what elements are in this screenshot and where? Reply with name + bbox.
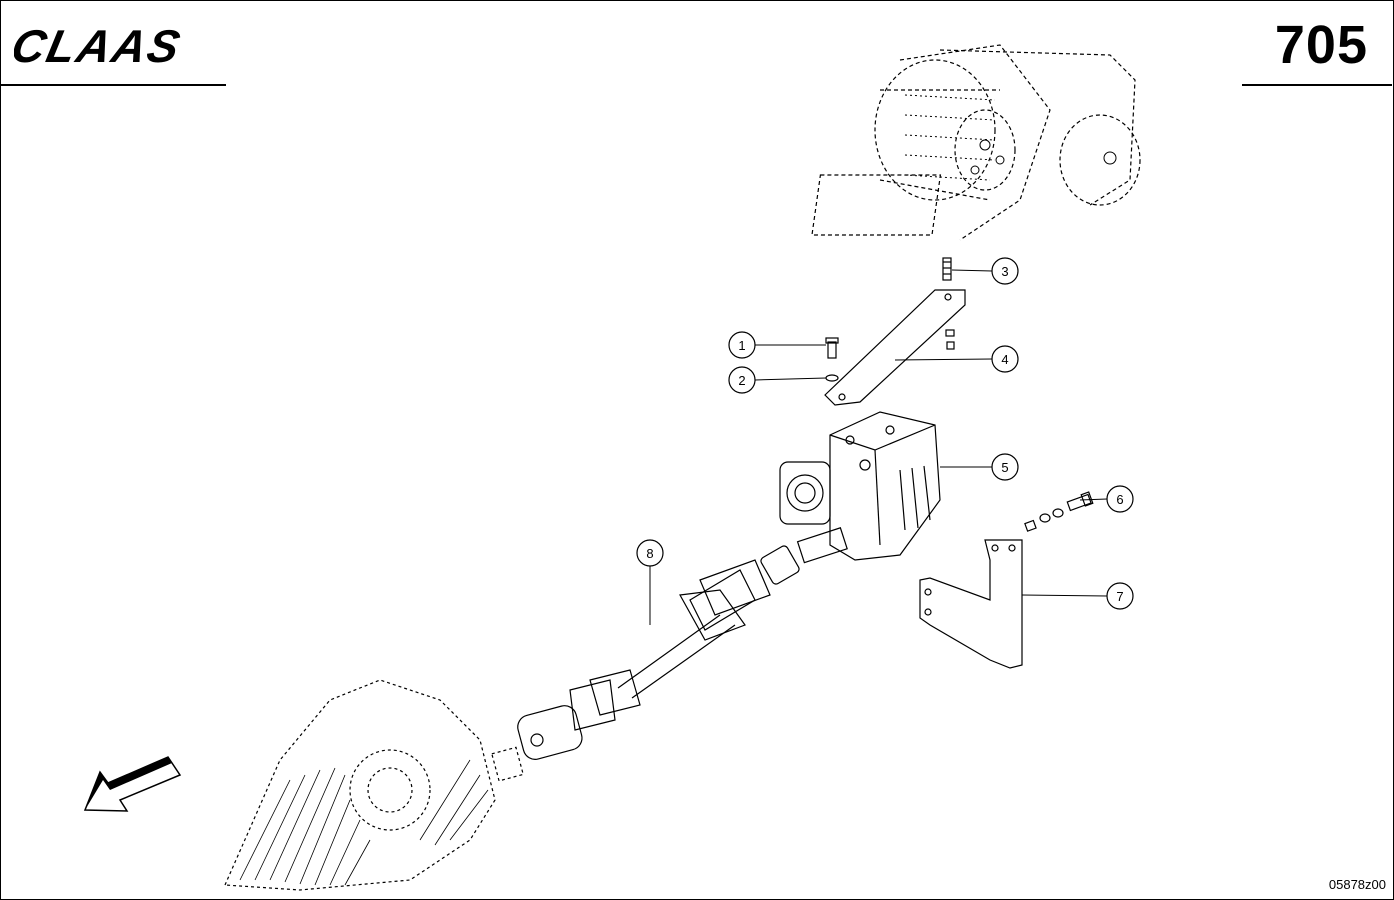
callout-7: 7 (1106, 582, 1134, 610)
svg-text:5: 5 (1001, 460, 1008, 475)
callout-3: 3 (991, 257, 1019, 285)
svg-text:3: 3 (1001, 264, 1008, 279)
lower-gearbox-hatching (239, 759, 489, 886)
callout-5: 5 (991, 453, 1019, 481)
part-6-hardware (1024, 491, 1094, 532)
drawing-code: 05878z00 (1328, 877, 1386, 892)
brand-wordmark: CLAAS (14, 20, 186, 70)
part-8-drive-shaft (517, 545, 800, 760)
svg-text:2: 2 (738, 373, 745, 388)
drum-assembly (811, 44, 1141, 241)
leader-lines (649, 269, 1108, 625)
callout-6: 6 (1106, 485, 1134, 513)
arrow-down-left-icon (83, 756, 182, 812)
part-3-bolt (942, 257, 952, 281)
claas-logo: CLAAS (14, 20, 234, 70)
part-2-washer (825, 374, 839, 382)
callout-8: 8 (636, 539, 664, 567)
header-rule-left (0, 84, 226, 86)
callout-2: 2 (728, 366, 756, 394)
svg-text:8: 8 (646, 546, 653, 561)
part-5-gearbox (779, 411, 941, 561)
lower-gearbox-assembly (224, 679, 524, 891)
part-4-bracket (824, 289, 966, 406)
header-rule-right (1242, 84, 1392, 86)
part-1-screw (825, 337, 839, 359)
svg-text:1: 1 (738, 338, 745, 353)
gearbox-output-shaft (796, 527, 848, 564)
svg-text:6: 6 (1116, 492, 1123, 507)
svg-text:4: 4 (1001, 352, 1008, 367)
drum-pattern (904, 94, 1117, 181)
callout-1: 1 (728, 331, 756, 359)
svg-text:7: 7 (1116, 589, 1123, 604)
page-number: 705 (1274, 15, 1368, 75)
callout-4: 4 (991, 345, 1019, 373)
part-7-l-bracket (919, 539, 1023, 669)
